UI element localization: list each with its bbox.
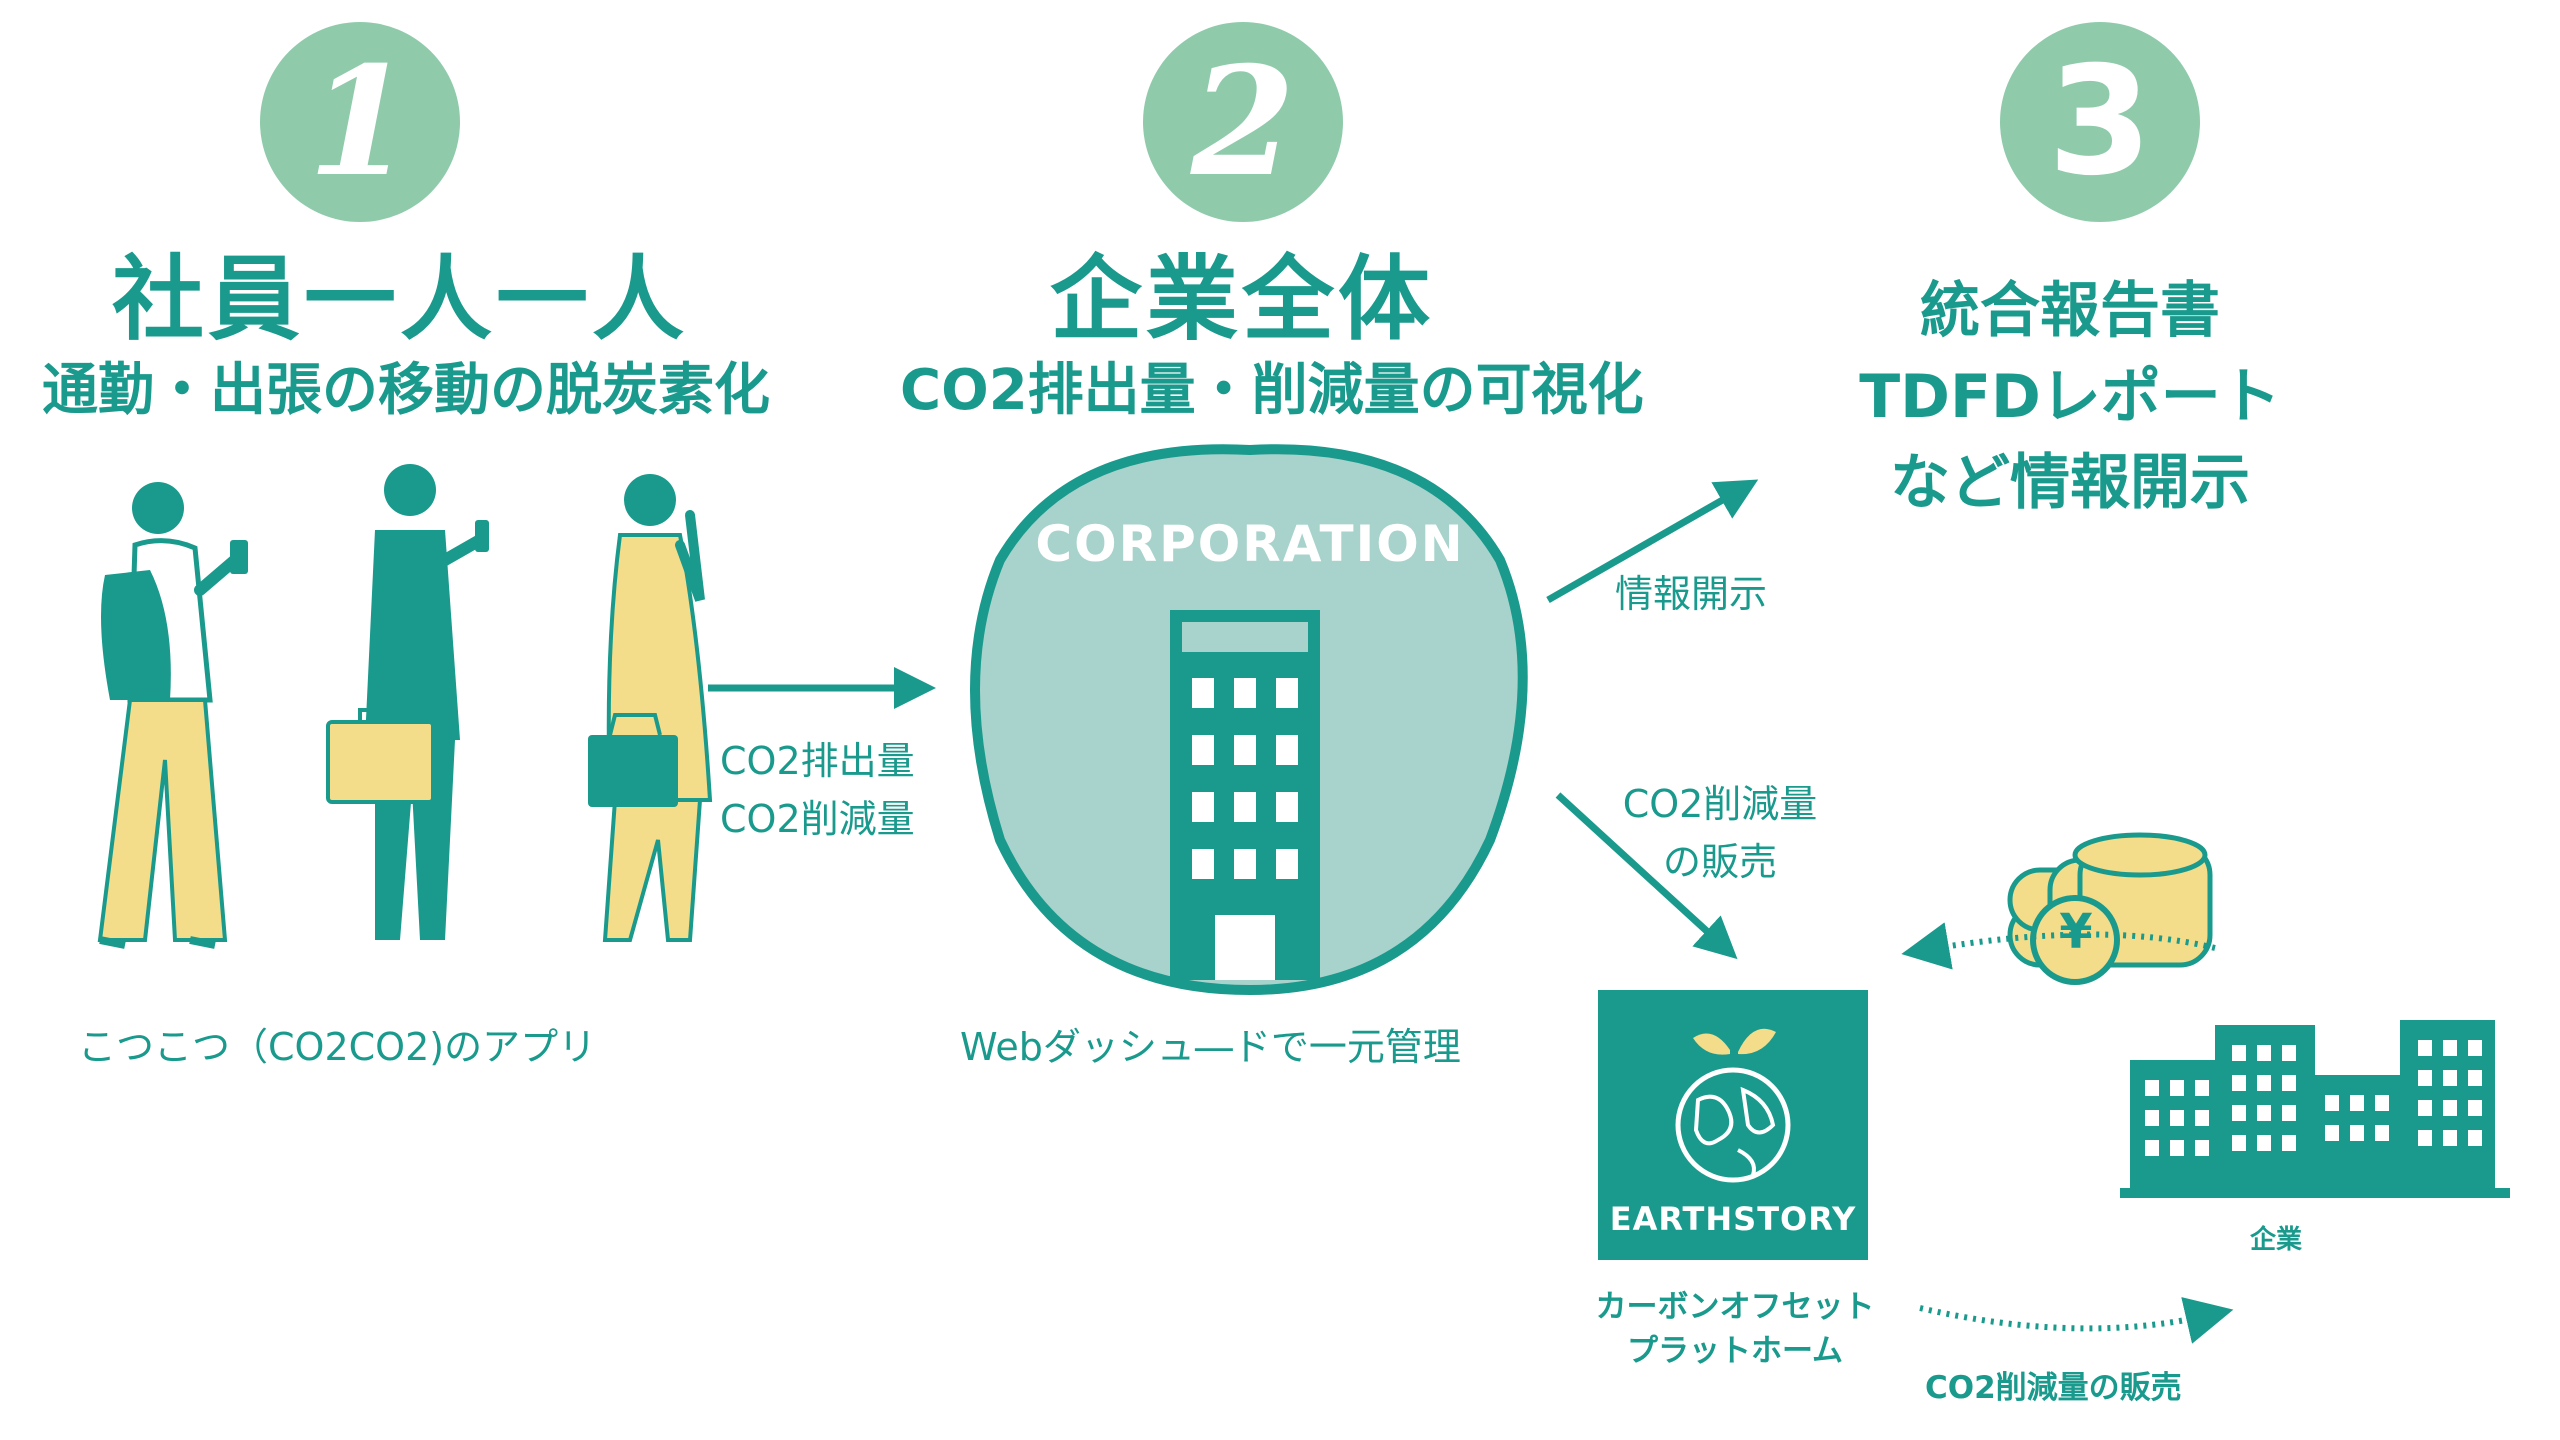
step-3-number-circle: 3 xyxy=(2000,22,2200,222)
step-2-number: 2 xyxy=(1190,34,1296,210)
step-2-subtitle: CO2排出量・削減量の可視化 xyxy=(900,358,1644,423)
app-caption: こつこつ（CO2CO2)のアプリ xyxy=(78,1025,597,1069)
dashboard-caption: Webダッシュ―ドで一元管理 xyxy=(960,1025,1461,1069)
globe-icon xyxy=(1675,1028,1791,1183)
step-1-title: 社員一人一人 xyxy=(112,246,689,353)
step-1-number: 1 xyxy=(307,34,413,210)
yen-symbol: ¥ xyxy=(2059,904,2093,960)
emissions-line-2: CO2削減量 xyxy=(720,797,915,841)
arrow-disclosure xyxy=(1546,479,1759,604)
step-1-subtitle: 通勤・出張の移動の脱炭素化 xyxy=(42,358,770,423)
step-2-title: 企業全体 xyxy=(1050,246,1435,353)
report-line-3: など情報開示 xyxy=(1890,448,2250,518)
arrow-sale xyxy=(1555,792,1738,960)
step-3-report-text: 統合報告書 TDFDレポート など情報開示 xyxy=(1800,268,2340,526)
step-2-number-circle: 2 xyxy=(1143,22,1343,222)
dotted-arrow-platform-to-company xyxy=(1919,1297,2234,1344)
emissions-label: CO2排出量 CO2削減量 xyxy=(720,732,915,848)
platform-caption: カーボンオフセット プラットホーム xyxy=(1595,1285,1875,1373)
report-line-1: 統合報告書 xyxy=(1920,276,2220,346)
bottom-sale-caption: CO2削減量の販売 xyxy=(1925,1370,2182,1406)
report-line-2: TDFDレポート xyxy=(1859,362,2281,432)
yen-coins-icon xyxy=(2007,832,2213,985)
sale-label: CO2削減量 の販売 xyxy=(1605,775,1835,891)
corporation-building-icon xyxy=(970,444,1528,996)
corporation-label: CORPORATION xyxy=(1035,515,1465,573)
platform-line-1: カーボンオフセット xyxy=(1595,1289,1875,1325)
earthstory-label: EARTHSTORY xyxy=(1609,1200,1857,1238)
sale-line-2: の販売 xyxy=(1662,840,1777,884)
platform-line-2: プラットホーム xyxy=(1626,1333,1844,1369)
person-man-with-briefcase-icon xyxy=(326,464,489,940)
person-woman-with-bag-icon xyxy=(97,482,248,949)
emissions-line-1: CO2排出量 xyxy=(720,739,915,783)
step-1-number-circle: 1 xyxy=(260,22,460,222)
step-3-number: 3 xyxy=(2047,35,2153,209)
sale-line-1: CO2削減量 xyxy=(1622,782,1818,826)
company-buildings-icon xyxy=(2120,1020,2510,1198)
disclosure-label: 情報開示 xyxy=(1615,572,1768,616)
person-woman-in-coat-icon xyxy=(588,474,713,942)
earthstory-logo: EARTHSTORY xyxy=(1598,990,1868,1260)
company-caption: 企業 xyxy=(2250,1225,2303,1255)
